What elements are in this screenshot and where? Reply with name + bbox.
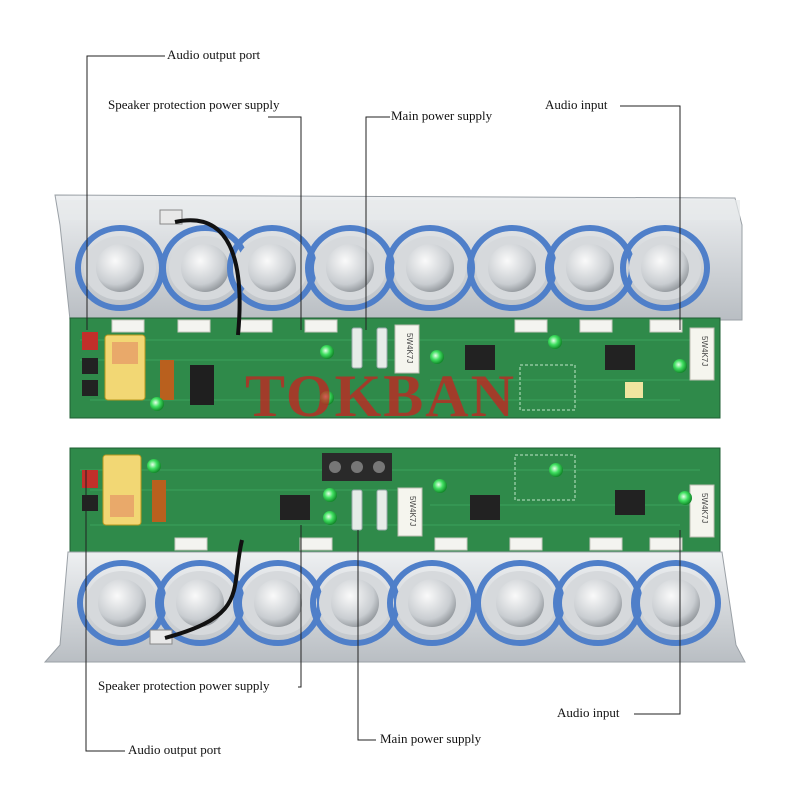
top-amplifier-module: 5W4K7J 5W4K7J <box>54 194 743 419</box>
label-top-main-power-supply: Main power supply <box>391 108 493 123</box>
label-top-audio-output-port: Audio output port <box>167 47 261 62</box>
watermark: TOKBAN <box>245 363 516 429</box>
callout-lines <box>85 55 681 752</box>
bottom-transistor-row <box>77 560 721 646</box>
label-bottom-audio-input: Audio input <box>557 705 620 720</box>
bottom-resistor-label-right: 5W4K7J <box>700 493 709 523</box>
label-top-audio-input: Audio input <box>545 97 608 112</box>
top-resistor-label-right: 5W4K7J <box>700 336 709 366</box>
label-bottom-audio-output-port: Audio output port <box>128 742 222 757</box>
bottom-resistor-label-left: 5W4K7J <box>408 496 417 526</box>
top-transistor-row <box>75 225 710 311</box>
label-bottom-speaker-protection-power-supply: Speaker protection power supply <box>98 678 270 693</box>
label-top-speaker-protection-power-supply: Speaker protection power supply <box>108 97 280 112</box>
top-resistor-label-left: 5W4K7J <box>405 333 414 363</box>
label-bottom-main-power-supply: Main power supply <box>380 731 482 746</box>
bottom-amplifier-module: 5W4K7J 5W4K7J <box>43 447 746 663</box>
bottom-pcb <box>69 447 721 554</box>
